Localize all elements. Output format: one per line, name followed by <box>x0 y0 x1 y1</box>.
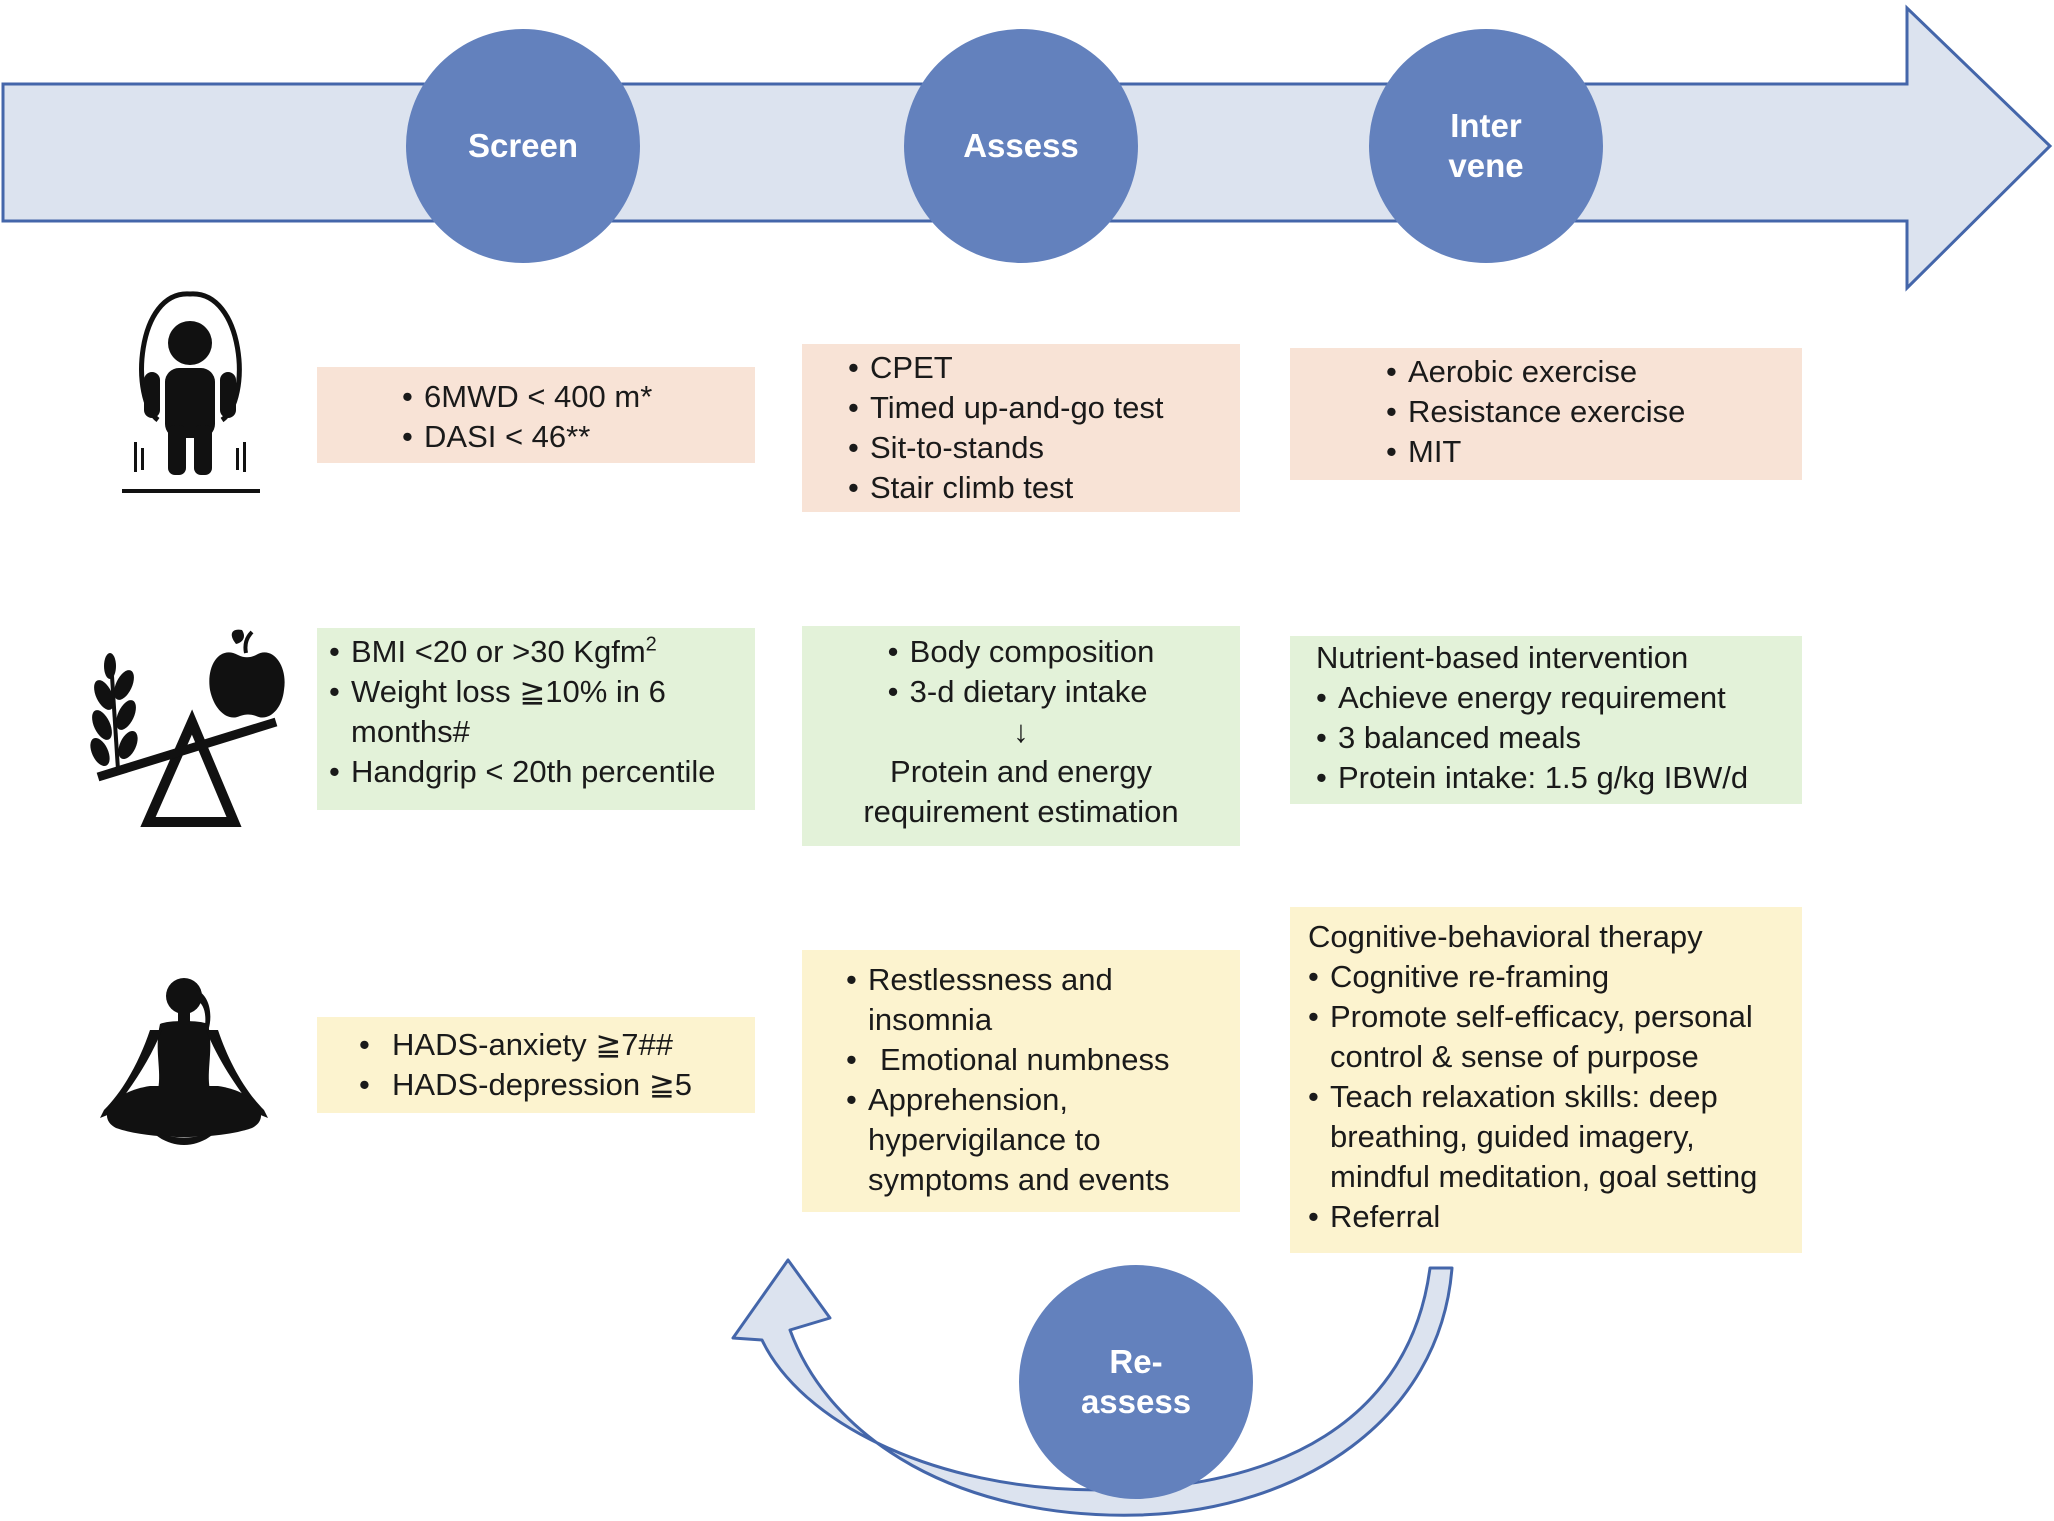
list-item: Apprehension, hypervigilance to symptoms… <box>846 1080 1220 1200</box>
physical-assess-box: CPET Timed up-and-go test Sit-to-stands … <box>802 344 1240 512</box>
reassess-label-line2: assess <box>1080 1383 1192 1420</box>
list-item: Emotional numbness <box>846 1040 1220 1080</box>
meditation-icon <box>100 978 268 1145</box>
list-item: Teach relaxation skills: deep breathing,… <box>1308 1077 1794 1197</box>
physical-screen-box: 6MWD < 400 m* DASI < 46** <box>317 367 755 463</box>
list-item: Weight loss ≧10% in 6 months# <box>329 672 755 752</box>
nutrition-screen-box: BMI <20 or >30 Kgfm2 Weight loss ≧10% in… <box>317 628 755 810</box>
intervene-stage-label: Inter vene <box>1369 106 1603 186</box>
physical-intervene-box: Aerobic exercise Resistance exercise MIT <box>1290 348 1802 480</box>
assess-circle <box>904 29 1138 263</box>
psych-intervene-heading: Cognitive-behavioral therapy <box>1308 919 1703 954</box>
nutrition-intervene-heading: Nutrient-based intervention <box>1316 640 1689 675</box>
reassess-stage-label: Re- assess <box>1019 1342 1253 1422</box>
list-item: 3-d dietary intake <box>888 672 1155 712</box>
list-item: Achieve energy requirement <box>1316 678 1802 718</box>
list-item: HADS-depression ≧5 <box>359 1065 755 1105</box>
jump-rope-person-icon <box>122 291 260 493</box>
list-item: Cognitive re-framing <box>1308 957 1794 997</box>
list-item: Body composition <box>888 632 1155 672</box>
list-item: Aerobic exercise <box>1386 352 1802 392</box>
bmi-superscript: 2 <box>645 633 657 656</box>
psych-screen-box: HADS-anxiety ≧7## HADS-depression ≧5 <box>317 1017 755 1113</box>
nutrition-assess-box: Body composition 3-d dietary intake ↓ Pr… <box>802 626 1240 846</box>
list-item: BMI <20 or >30 Kgfm2 <box>329 632 755 672</box>
list-item: Referral <box>1308 1197 1794 1237</box>
list-item: Resistance exercise <box>1386 392 1802 432</box>
list-item: DASI < 46** <box>402 417 755 457</box>
nutrition-balance-icon <box>90 629 285 827</box>
list-item: Restlessness and insomnia <box>846 960 1220 1040</box>
list-item: Handgrip < 20th percentile <box>329 752 755 792</box>
list-item: 6MWD < 400 m* <box>402 377 755 417</box>
list-item: Timed up-and-go test <box>848 388 1240 428</box>
list-item: 3 balanced meals <box>1316 718 1802 758</box>
assess-stage-label: Assess <box>963 127 1079 164</box>
list-item: CPET <box>848 348 1240 388</box>
list-item: Promote self-efficacy, personal control … <box>1308 997 1794 1077</box>
down-arrow-icon: ↓ <box>1013 714 1029 749</box>
intervene-circle <box>1369 29 1603 263</box>
list-item: MIT <box>1386 432 1802 472</box>
nutrition-assess-result-line2: requirement estimation <box>863 794 1179 829</box>
list-item: HADS-anxiety ≧7## <box>359 1025 755 1065</box>
list-item: Sit-to-stands <box>848 428 1240 468</box>
list-item: Stair climb test <box>848 468 1240 508</box>
intervene-label-line2: vene <box>1448 147 1524 184</box>
screen-stage-label: Screen <box>467 127 579 164</box>
intervene-label-line1: Inter <box>1450 107 1522 144</box>
screen-circle <box>406 29 640 263</box>
reassess-circle <box>1019 1265 1253 1499</box>
reassess-label-line1: Re- <box>1109 1343 1163 1380</box>
reassess-loop-arrow <box>731 1258 1454 1517</box>
bmi-text: BMI <20 or >30 Kgfm <box>351 634 646 669</box>
nutrition-assess-result-line1: Protein and energy <box>890 754 1152 789</box>
nutrition-intervene-box: Nutrient-based intervention Achieve ener… <box>1290 636 1802 804</box>
psych-intervene-box: Cognitive-behavioral therapy Cognitive r… <box>1290 907 1802 1253</box>
list-item: Protein intake: 1.5 g/kg IBW/d <box>1316 758 1802 798</box>
psych-assess-box: Restlessness and insomnia Emotional numb… <box>802 950 1240 1212</box>
